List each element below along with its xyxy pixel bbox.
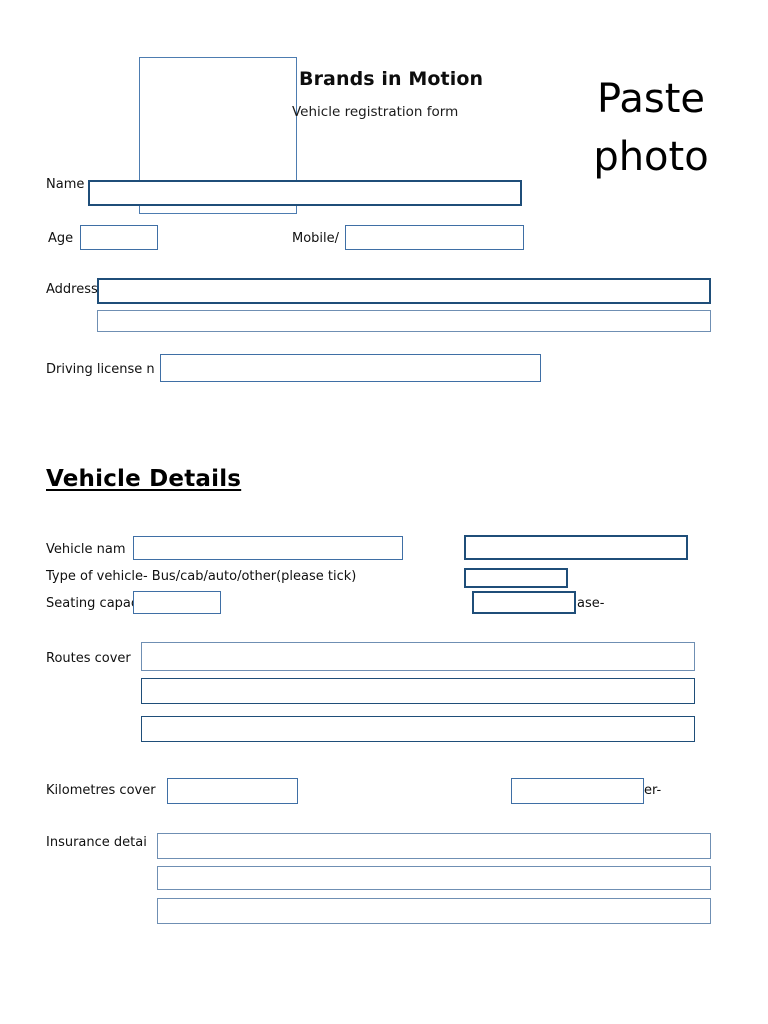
mobile-input[interactable] <box>345 225 524 250</box>
kilometres-suffix-label: er- <box>644 783 662 798</box>
vehicle-name-input[interactable] <box>133 536 403 560</box>
name-label: Name <box>46 177 85 192</box>
address-label: Address <box>46 282 98 297</box>
kilometres-extra-input[interactable] <box>511 778 644 804</box>
mobile-label: Mobile/ <box>292 231 340 246</box>
driving-license-label: Driving license n <box>46 362 155 377</box>
vehicle-name-label: Vehicle nam <box>46 542 126 557</box>
seating-capacity-input[interactable] <box>133 591 221 614</box>
form-subtitle: Vehicle registration form <box>292 104 459 120</box>
age-label: Age <box>48 231 74 246</box>
vehicle-type-label: Type of vehicle- Bus/cab/auto/other(plea… <box>46 569 357 584</box>
page-title: Brands in Motion <box>299 68 484 90</box>
routes-covered-label: Routes cover <box>46 651 131 666</box>
driving-license-input[interactable] <box>160 354 541 382</box>
kilometres-covered-label: Kilometres cover <box>46 783 156 798</box>
insurance-input-line-2[interactable] <box>157 866 711 890</box>
name-input[interactable] <box>88 180 522 206</box>
insurance-input-line-1[interactable] <box>157 833 711 859</box>
seating-capacity-label: Seating capac <box>46 596 139 611</box>
kilometres-covered-input[interactable] <box>167 778 298 804</box>
seating-capacity-suffix-label: ase- <box>577 596 605 611</box>
paste-photo-placeholder[interactable]: Paste photo <box>593 76 709 180</box>
insurance-details-label: Insurance detai <box>46 835 147 850</box>
routes-input-line-1[interactable] <box>141 642 695 671</box>
address-input-line-1[interactable] <box>97 278 711 304</box>
section-heading-vehicle-details: Vehicle Details <box>46 466 242 492</box>
routes-input-line-3[interactable] <box>141 716 695 742</box>
address-input-line-2[interactable] <box>97 310 711 332</box>
insurance-input-line-3[interactable] <box>157 898 711 924</box>
age-input[interactable] <box>80 225 158 250</box>
seating-capacity-extra-input[interactable] <box>472 591 576 614</box>
vehicle-name-extra-input[interactable] <box>464 535 688 560</box>
routes-input-line-2[interactable] <box>141 678 695 704</box>
vehicle-type-input[interactable] <box>464 568 568 588</box>
